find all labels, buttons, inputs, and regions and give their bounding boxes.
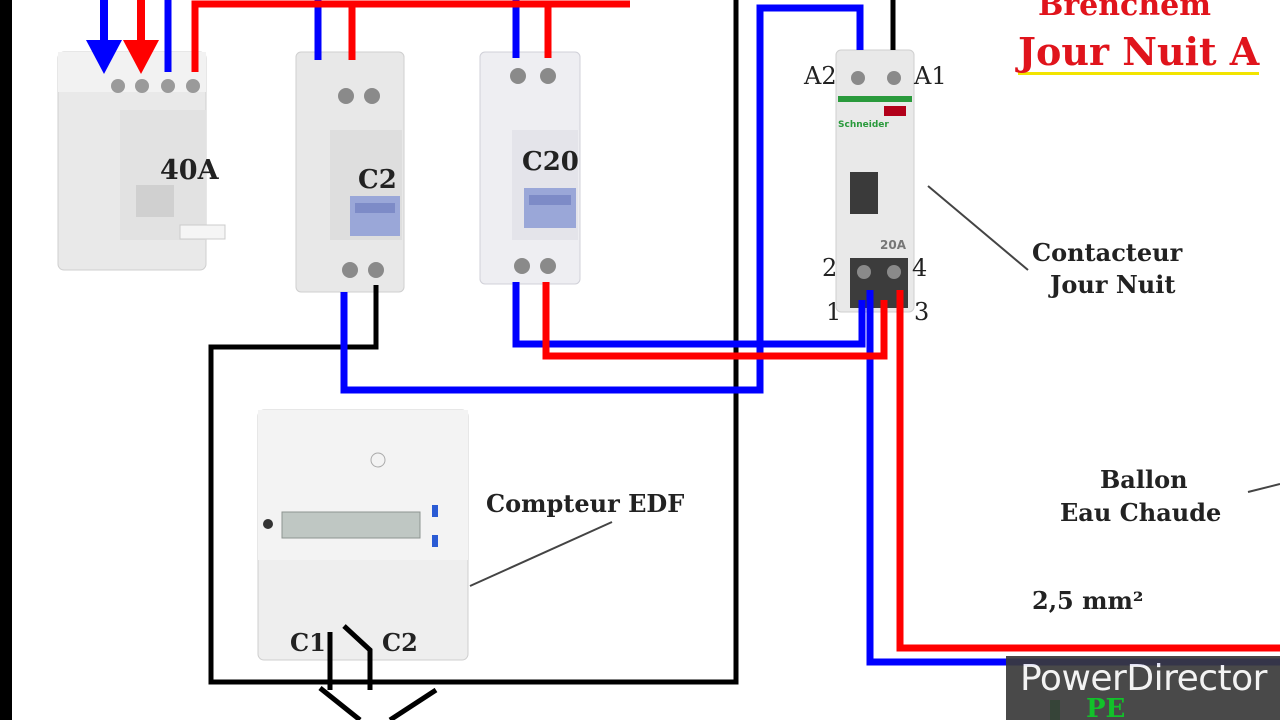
title-line1: Brenchem	[1038, 0, 1211, 23]
phase-wires	[191, 0, 1280, 652]
heater-callout-line1: Ballon	[1100, 465, 1188, 494]
breaker-40a-label: 40A	[160, 155, 219, 186]
leader-lines	[469, 185, 1280, 587]
breaker-40a	[57, 51, 226, 271]
terminal-2: 2	[822, 254, 838, 282]
terminal-a2: A2	[804, 62, 837, 90]
meter-callout: Compteur EDF	[486, 489, 685, 518]
ground-label: PE	[1086, 694, 1126, 724]
contactor-rating: 20A	[880, 238, 906, 252]
contactor-brand: Schneider	[838, 120, 889, 130]
breaker-c20-label: C20	[522, 147, 579, 177]
title-line2: Jour Nuit A	[1018, 29, 1260, 75]
edf-meter	[257, 409, 469, 661]
cable-section-label: 2,5 mm²	[1032, 586, 1144, 615]
breaker-c20	[479, 51, 581, 285]
contactor	[835, 49, 915, 313]
terminal-3: 3	[914, 298, 930, 326]
control-wires	[208, 0, 896, 720]
contactor-callout-line2: Jour Nuit	[1050, 270, 1176, 299]
input-arrows	[86, 0, 159, 74]
breaker-c2-label: C2	[358, 165, 397, 195]
heater-callout-line2: Eau Chaude	[1060, 498, 1222, 527]
watermark-text: PowerDirector	[1020, 658, 1267, 699]
breaker-c2	[295, 51, 405, 293]
contactor-callout-line1: Contacteur	[1032, 238, 1183, 267]
terminal-a1: A1	[914, 62, 947, 90]
meter-contact-c2: C2	[382, 628, 418, 657]
left-letterbox	[0, 0, 12, 720]
terminal-4: 4	[912, 254, 928, 282]
terminal-1: 1	[826, 298, 842, 326]
meter-contact-c1: C1	[290, 628, 326, 657]
powerdirector-watermark: PowerDirector	[1006, 656, 1280, 720]
